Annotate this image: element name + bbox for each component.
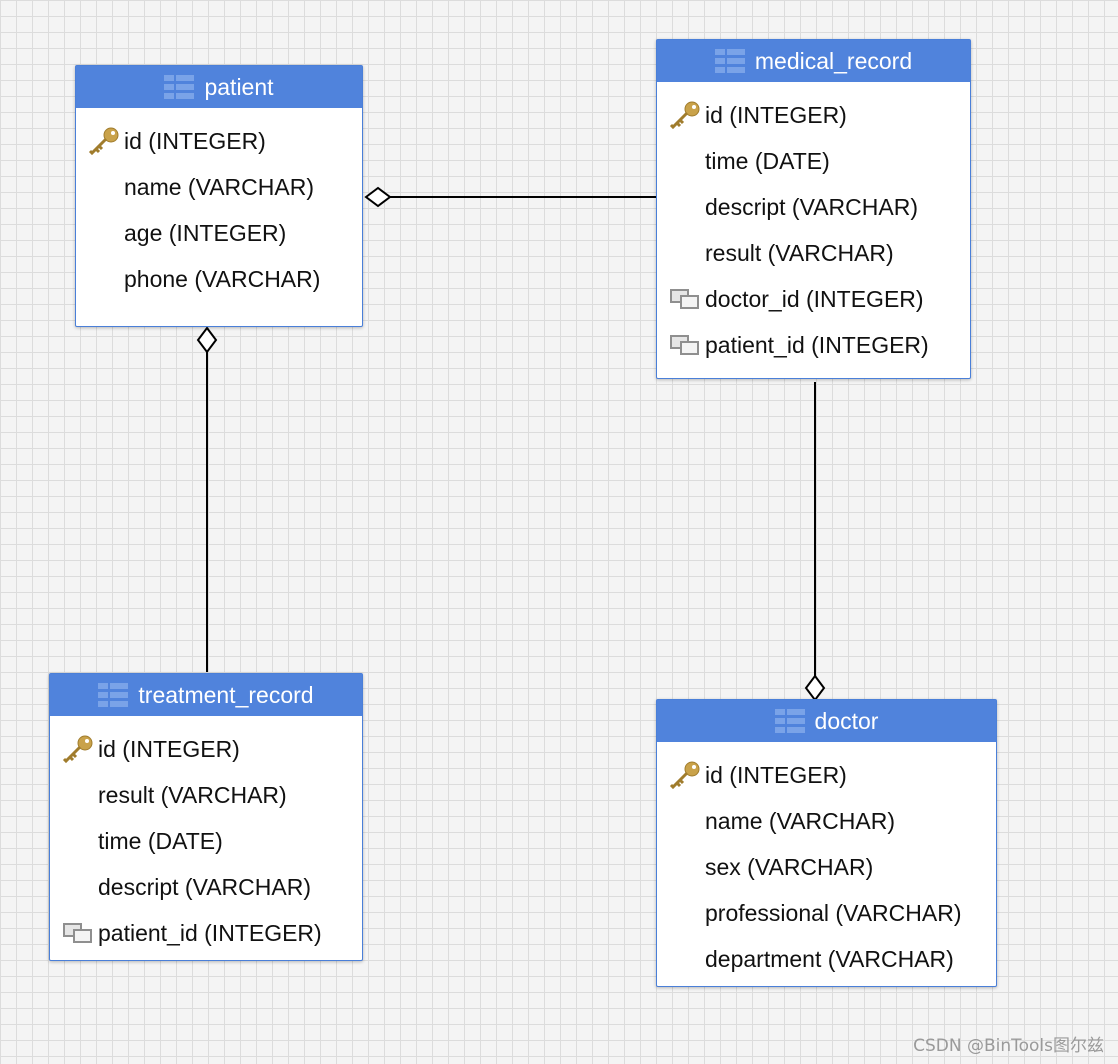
- field-row[interactable]: id (INTEGER): [84, 118, 362, 164]
- field-label: result (VARCHAR): [98, 781, 287, 808]
- blank-icon: [58, 780, 98, 810]
- blank-icon: [84, 218, 124, 248]
- entity-title: patient: [204, 73, 274, 100]
- field-row[interactable]: patient_id (INTEGER): [58, 910, 362, 956]
- field-row[interactable]: professional (VARCHAR): [665, 890, 996, 936]
- field-label: doctor_id (INTEGER): [705, 285, 924, 312]
- field-label: result (VARCHAR): [705, 239, 894, 266]
- field-label: patient_id (INTEGER): [705, 331, 929, 358]
- field-label: professional (VARCHAR): [705, 899, 962, 926]
- table-icon: [714, 49, 745, 73]
- field-label: time (DATE): [705, 147, 830, 174]
- blank-icon: [665, 192, 705, 222]
- aggregation-diamond-icon: [196, 326, 218, 354]
- field-row[interactable]: doctor_id (INTEGER): [665, 276, 970, 322]
- field-label: id (INTEGER): [705, 761, 847, 788]
- entity-patient[interactable]: patient id (INTEGER) name (VARCHAR) age …: [75, 65, 363, 327]
- key-icon: [58, 734, 98, 764]
- entity-medical-record[interactable]: medical_record id (INTEGER) time (DATE) …: [656, 39, 971, 379]
- field-row[interactable]: descript (VARCHAR): [58, 864, 362, 910]
- entity-treatment-record[interactable]: treatment_record id (INTEGER) result (VA…: [49, 673, 363, 961]
- table-icon: [164, 75, 195, 99]
- field-list: id (INTEGER) name (VARCHAR) age (INTEGER…: [76, 108, 362, 312]
- field-label: patient_id (INTEGER): [98, 919, 322, 946]
- field-row[interactable]: id (INTEGER): [58, 726, 362, 772]
- entity-title: medical_record: [754, 47, 913, 74]
- entity-title: treatment_record: [138, 681, 314, 708]
- blank-icon: [84, 172, 124, 202]
- field-list: id (INTEGER) name (VARCHAR) sex (VARCHAR…: [657, 742, 996, 992]
- field-label: id (INTEGER): [124, 127, 266, 154]
- key-icon: [665, 100, 705, 130]
- foreign-key-icon: [665, 284, 705, 314]
- relationship-treatment-record-patient[interactable]: [196, 326, 218, 672]
- field-label: id (INTEGER): [705, 101, 847, 128]
- field-label: descript (VARCHAR): [98, 873, 311, 900]
- field-row[interactable]: id (INTEGER): [665, 752, 996, 798]
- entity-header[interactable]: patient: [76, 66, 362, 108]
- field-list: id (INTEGER) time (DATE) descript (VARCH…: [657, 82, 970, 378]
- field-label: phone (VARCHAR): [124, 265, 321, 292]
- relationship-medical-record-patient[interactable]: [364, 186, 656, 208]
- foreign-key-icon: [665, 330, 705, 360]
- field-label: id (INTEGER): [98, 735, 240, 762]
- field-row[interactable]: result (VARCHAR): [665, 230, 970, 276]
- field-list: id (INTEGER) result (VARCHAR) time (DATE…: [50, 716, 362, 966]
- field-row[interactable]: id (INTEGER): [665, 92, 970, 138]
- blank-icon: [665, 944, 705, 974]
- relationship-medical-record-doctor[interactable]: [804, 382, 826, 702]
- table-icon: [774, 709, 805, 733]
- field-label: name (VARCHAR): [124, 173, 314, 200]
- field-label: descript (VARCHAR): [705, 193, 918, 220]
- entity-header[interactable]: treatment_record: [50, 674, 362, 716]
- blank-icon: [84, 264, 124, 294]
- blank-icon: [58, 872, 98, 902]
- aggregation-diamond-icon: [364, 186, 392, 208]
- field-row[interactable]: name (VARCHAR): [665, 798, 996, 844]
- field-label: name (VARCHAR): [705, 807, 895, 834]
- blank-icon: [58, 826, 98, 856]
- blank-icon: [665, 852, 705, 882]
- field-row[interactable]: age (INTEGER): [84, 210, 362, 256]
- key-icon: [84, 126, 124, 156]
- entity-title: doctor: [814, 707, 879, 734]
- blank-icon: [665, 806, 705, 836]
- field-label: department (VARCHAR): [705, 945, 954, 972]
- blank-icon: [665, 238, 705, 268]
- key-icon: [665, 760, 705, 790]
- field-row[interactable]: time (DATE): [58, 818, 362, 864]
- field-row[interactable]: descript (VARCHAR): [665, 184, 970, 230]
- blank-icon: [665, 898, 705, 928]
- field-row[interactable]: phone (VARCHAR): [84, 256, 362, 302]
- entity-header[interactable]: doctor: [657, 700, 996, 742]
- field-row[interactable]: name (VARCHAR): [84, 164, 362, 210]
- field-row[interactable]: result (VARCHAR): [58, 772, 362, 818]
- aggregation-diamond-icon: [804, 674, 826, 702]
- field-row[interactable]: time (DATE): [665, 138, 970, 184]
- field-row[interactable]: patient_id (INTEGER): [665, 322, 970, 368]
- field-row[interactable]: sex (VARCHAR): [665, 844, 996, 890]
- field-label: age (INTEGER): [124, 219, 287, 246]
- field-label: sex (VARCHAR): [705, 853, 874, 880]
- entity-header[interactable]: medical_record: [657, 40, 970, 82]
- watermark: CSDN @BinTools图尔兹: [913, 1036, 1104, 1056]
- blank-icon: [665, 146, 705, 176]
- field-label: time (DATE): [98, 827, 223, 854]
- entity-doctor[interactable]: doctor id (INTEGER) name (VARCHAR) sex (…: [656, 699, 997, 987]
- table-icon: [98, 683, 129, 707]
- field-row[interactable]: department (VARCHAR): [665, 936, 996, 982]
- foreign-key-icon: [58, 918, 98, 948]
